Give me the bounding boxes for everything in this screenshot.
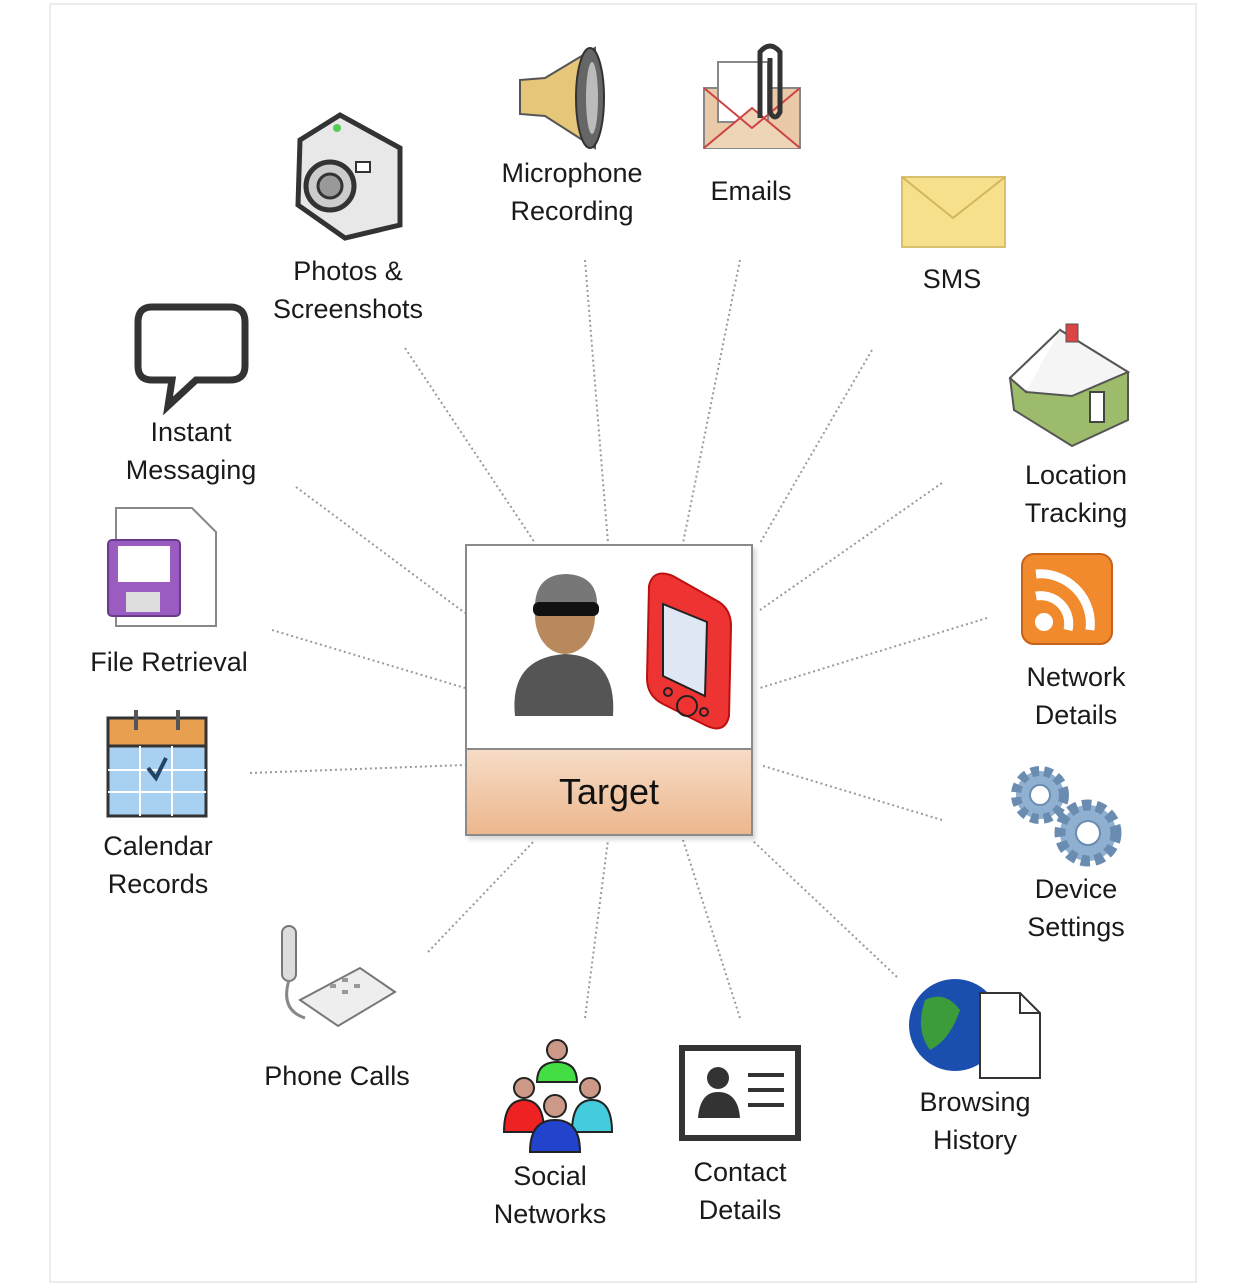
connector-sms (759, 349, 873, 544)
label-contact: Contact Details (693, 1157, 787, 1225)
connector-location (759, 482, 943, 611)
house-icon (1008, 323, 1131, 448)
label-file: File Retrieval (90, 647, 248, 677)
label-microphone: Microphone Recording (501, 158, 643, 226)
label-location: Location Tracking (1024, 460, 1128, 528)
label-social: Social Networks (493, 1161, 607, 1229)
connector-browsing (751, 839, 898, 978)
label-sms: SMS (922, 264, 982, 294)
calendar-icon (106, 710, 208, 818)
connector-emails (682, 259, 741, 544)
envelope-paperclip-icon (703, 43, 801, 149)
floppy-document-icon (107, 507, 217, 627)
gears-icon (1011, 766, 1122, 867)
connector-social (584, 839, 609, 1019)
globe-document-icon (909, 979, 1041, 1079)
camera-icon (295, 112, 403, 241)
target-label: Target (467, 748, 751, 834)
speech-bubble-icon (134, 303, 249, 416)
connector-file (271, 629, 466, 689)
label-device: Device Settings (1027, 874, 1125, 942)
rss-icon (1021, 553, 1113, 645)
speaker-icon (519, 46, 605, 150)
label-photos: Photos & Screenshots (272, 256, 424, 324)
masked-person-icon (514, 574, 614, 716)
label-im: Instant Messaging (125, 417, 257, 485)
label-phone: Phone Calls (264, 1061, 410, 1091)
target-box: Target (465, 544, 753, 836)
connector-contact (682, 839, 741, 1019)
connector-photos (404, 347, 536, 544)
label-network: Network Details (1026, 662, 1126, 730)
connector-im (295, 486, 466, 614)
label-emails: Emails (710, 176, 792, 206)
telephone-icon (281, 925, 397, 1028)
label-calendar: Calendar Records (103, 831, 213, 899)
connector-device (759, 764, 943, 821)
connector-phone (427, 839, 536, 953)
connector-network (759, 617, 988, 689)
connector-calendar (249, 764, 466, 774)
contact-card-icon (679, 1045, 801, 1141)
envelope-icon (901, 176, 1006, 248)
target-icons (514, 572, 733, 730)
connector-microphone (584, 259, 609, 544)
label-browsing: Browsing History (919, 1087, 1031, 1155)
people-group-icon (502, 1039, 614, 1153)
red-mobile-device-icon (645, 572, 733, 730)
